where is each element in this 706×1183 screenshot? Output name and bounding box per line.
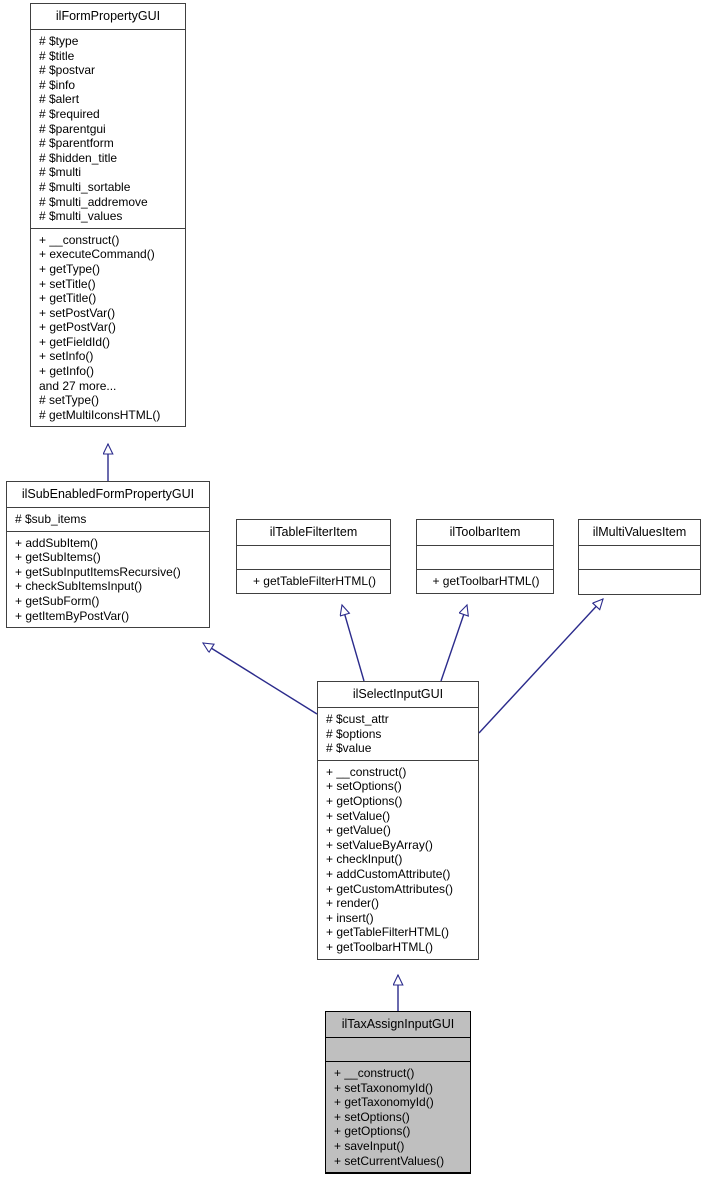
class-attributes-ilSelectInputGUI: # $cust_attr # $options # $value xyxy=(318,708,478,761)
method-row: + setTitle() xyxy=(39,276,96,291)
edge-ilSelectInputGUI-to-ilMultiValuesItem xyxy=(478,599,603,734)
method-row: + getPostVar() xyxy=(39,320,116,335)
method-row: + __construct() xyxy=(334,1066,415,1080)
class-box-ilMultiValuesItem[interactable]: ilMultiValuesItem xyxy=(578,519,701,595)
class-box-ilSelectInputGUI[interactable]: ilSelectInputGUI # $cust_attr # $options… xyxy=(317,681,479,960)
class-title-ilFormPropertyGUI: ilFormPropertyGUI xyxy=(31,4,185,30)
method-row: + getToolbarHTML() xyxy=(432,574,540,588)
method-row: # setType() xyxy=(39,393,100,408)
attribute-row: # $cust_attr xyxy=(326,712,389,726)
method-row: + getTableFilterHTML() xyxy=(326,925,450,940)
attribute-row: # $parentform xyxy=(39,136,114,151)
method-row: + setValueByArray() xyxy=(326,837,433,852)
method-row: + render() xyxy=(326,896,380,911)
class-methods-ilTableFilterItem: + getTableFilterHTML() xyxy=(237,570,390,593)
class-box-ilTaxAssignInputGUI[interactable]: ilTaxAssignInputGUI + __construct() + se… xyxy=(325,1011,471,1175)
class-box-ilFormPropertyGUI[interactable]: ilFormPropertyGUI # $type # $title # $po… xyxy=(30,3,186,428)
class-title-ilTaxAssignInputGUI: ilTaxAssignInputGUI xyxy=(326,1012,470,1038)
method-row: + setOptions() xyxy=(334,1109,410,1124)
method-row: + getTaxonomyId() xyxy=(334,1095,434,1110)
method-row: + setPostVar() xyxy=(39,305,116,320)
edge-ilSelectInputGUI-to-ilTableFilterItem xyxy=(342,605,365,682)
class-box-ilTableFilterItem[interactable]: ilTableFilterItem + getTableFilterHTML() xyxy=(236,519,391,594)
method-row: + getCustomAttributes() xyxy=(326,881,454,896)
method-row: + getSubItems() xyxy=(15,550,101,565)
method-row: + insert() xyxy=(326,910,374,925)
method-row: + saveInput() xyxy=(334,1138,405,1153)
method-row: + executeCommand() xyxy=(39,247,155,262)
method-row: + __construct() xyxy=(326,764,407,779)
method-row: + setOptions() xyxy=(326,779,402,794)
class-attributes-ilFormPropertyGUI: # $type # $title # $postvar # $info # $a… xyxy=(31,30,185,229)
edge-ilSelectInputGUI-to-ilToolbarItem xyxy=(440,605,467,682)
method-row: + addCustomAttribute() xyxy=(326,866,451,881)
attribute-row: # $required xyxy=(39,106,100,121)
method-row: + getValue() xyxy=(326,823,391,838)
attribute-row: # $multi_addremove xyxy=(39,194,148,209)
method-row: + getType() xyxy=(39,261,101,276)
attribute-row: # $hidden_title xyxy=(39,150,118,165)
class-box-ilToolbarItem[interactable]: ilToolbarItem + getToolbarHTML() xyxy=(416,519,554,594)
method-row: + getSubInputItemsRecursive() xyxy=(15,564,181,579)
method-row: + getItemByPostVar() xyxy=(15,608,130,623)
class-methods-ilMultiValuesItem xyxy=(579,570,700,594)
attribute-row: # $options xyxy=(326,726,382,741)
attribute-row: # $type xyxy=(39,34,79,48)
class-title-ilToolbarItem: ilToolbarItem xyxy=(417,520,553,546)
method-row: + getTableFilterHTML() xyxy=(252,574,377,588)
class-methods-ilToolbarItem: + getToolbarHTML() xyxy=(417,570,553,593)
class-title-ilSubEnabledFormPropertyGUI: ilSubEnabledFormPropertyGUI xyxy=(7,482,209,508)
method-row: + __construct() xyxy=(39,232,120,247)
attribute-row: # $postvar xyxy=(39,63,96,78)
class-methods-ilFormPropertyGUI: + __construct() + executeCommand() + get… xyxy=(31,229,185,427)
attribute-row: # $title xyxy=(39,48,75,63)
class-attributes-ilToolbarItem xyxy=(417,546,553,570)
method-row: + getFieldId() xyxy=(39,334,111,349)
attribute-row: # $multi_sortable xyxy=(39,179,131,194)
method-row: + setTaxonomyId() xyxy=(334,1080,434,1095)
more-indicator: and 27 more... xyxy=(39,378,117,393)
attribute-row: # $parentgui xyxy=(39,121,106,136)
method-row: # getMultiIconsHTML() xyxy=(39,407,161,422)
method-row: + setValue() xyxy=(326,808,391,823)
attribute-row: # $alert xyxy=(39,92,80,107)
method-row: + checkSubItemsInput() xyxy=(15,579,143,594)
method-row: + setInfo() xyxy=(39,349,94,364)
attribute-row: # $info xyxy=(39,77,76,92)
method-row: + getTitle() xyxy=(39,291,97,306)
method-row: + setCurrentValues() xyxy=(334,1153,445,1168)
class-attributes-ilMultiValuesItem xyxy=(579,546,700,570)
attribute-row: # $value xyxy=(326,741,372,756)
class-title-ilSelectInputGUI: ilSelectInputGUI xyxy=(318,682,478,708)
class-box-ilSubEnabledFormPropertyGUI[interactable]: ilSubEnabledFormPropertyGUI # $sub_items… xyxy=(6,481,210,629)
class-methods-ilTaxAssignInputGUI: + __construct() + setTaxonomyId() + getT… xyxy=(326,1062,470,1174)
class-attributes-ilTaxAssignInputGUI xyxy=(326,1038,470,1062)
method-row: + getInfo() xyxy=(39,364,95,379)
method-row: + getOptions() xyxy=(334,1124,411,1139)
edge-ilSelectInputGUI-to-ilSubEnabledFormPropertyGUI xyxy=(203,643,318,715)
class-attributes-ilTableFilterItem xyxy=(237,546,390,570)
method-row: + addSubItem() xyxy=(15,535,99,550)
method-row: + getSubForm() xyxy=(15,593,100,608)
attribute-row: # $sub_items xyxy=(15,512,87,526)
attribute-row: # $multi xyxy=(39,165,82,180)
class-attributes-ilSubEnabledFormPropertyGUI: # $sub_items xyxy=(7,508,209,532)
class-title-ilTableFilterItem: ilTableFilterItem xyxy=(237,520,390,546)
attribute-row: # $multi_values xyxy=(39,209,123,224)
class-methods-ilSelectInputGUI: + __construct() + setOptions() + getOpti… xyxy=(318,761,478,959)
method-row: + checkInput() xyxy=(326,852,403,867)
method-row: + getToolbarHTML() xyxy=(326,939,434,954)
class-methods-ilSubEnabledFormPropertyGUI: + addSubItem() + getSubItems() + getSubI… xyxy=(7,532,209,628)
class-title-ilMultiValuesItem: ilMultiValuesItem xyxy=(579,520,700,546)
method-row: + getOptions() xyxy=(326,793,403,808)
